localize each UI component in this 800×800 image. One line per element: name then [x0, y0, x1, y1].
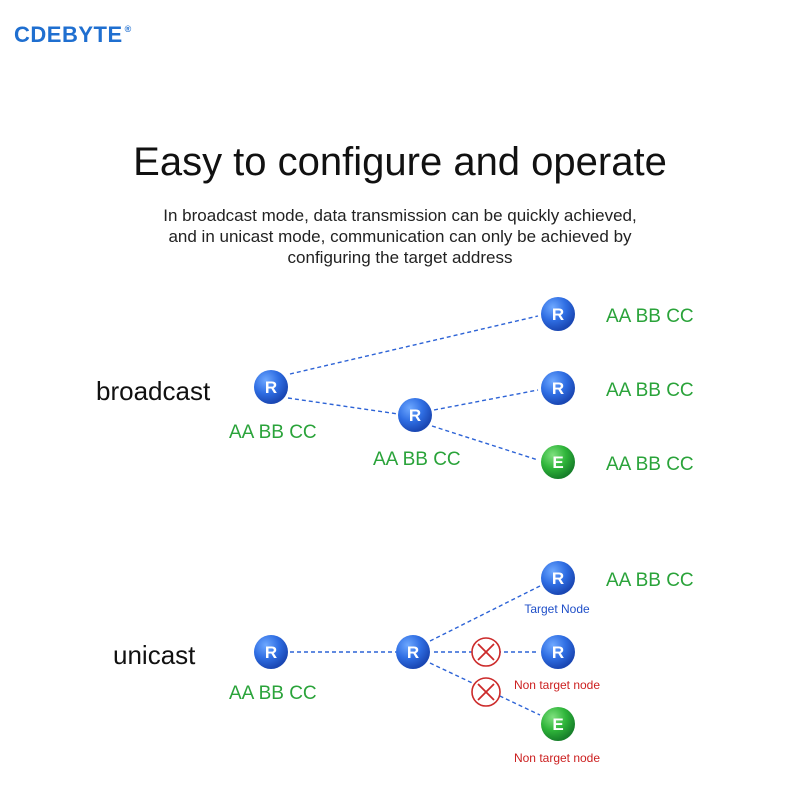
unicast-nontarget-2-caption: Non target node	[514, 751, 600, 765]
unicast-source-node: R	[254, 635, 288, 669]
node-letter: R	[552, 305, 564, 324]
unicast-nontarget-1-caption: Non target node	[514, 678, 600, 692]
unicast-target-address: AA BB CC	[606, 570, 694, 591]
node-letter: R	[552, 569, 564, 588]
broadcast-target-node-1: R	[541, 297, 575, 331]
brand-logo-text: CDEBYTE	[14, 22, 123, 47]
broadcast-target-node-2: R	[541, 371, 575, 405]
broadcast-link-relay-to-target-3	[431, 425, 539, 461]
unicast-target-node: R	[541, 561, 575, 595]
unicast-label: unicast	[113, 640, 196, 670]
registered-mark: ®	[124, 24, 132, 34]
broadcast-relay-address: AA BB CC	[373, 449, 461, 470]
node-letter: E	[552, 715, 563, 734]
unicast-source-address: AA BB CC	[229, 683, 317, 704]
unicast-link-relay-to-nontarget-2	[429, 662, 541, 716]
broadcast-target-1-address: AA BB CC	[606, 306, 694, 327]
subtitle-line-3: configuring the target address	[287, 248, 513, 267]
broadcast-label: broadcast	[96, 376, 211, 406]
broadcast-source-node: R	[254, 370, 288, 404]
node-letter: R	[265, 378, 277, 397]
broadcast-link-source-to-relay	[287, 397, 399, 415]
unicast-target-caption: Target Node	[524, 602, 590, 616]
unicast-nontarget-node-2: E	[541, 707, 575, 741]
node-letter: R	[265, 643, 277, 662]
broadcast-link-source-to-target-1	[289, 315, 539, 375]
node-letter: R	[407, 643, 419, 662]
broadcast-target-3-address: AA BB CC	[606, 454, 694, 475]
node-letter: E	[552, 453, 563, 472]
broadcast-source-address: AA BB CC	[229, 422, 317, 443]
unicast-relay-node: R	[396, 635, 430, 669]
subtitle-line-1: In broadcast mode, data transmission can…	[163, 206, 637, 225]
node-letter: R	[552, 643, 564, 662]
x-circle-icon	[471, 677, 501, 707]
node-letter: R	[552, 379, 564, 398]
broadcast-section: broadcast R AA BB CC R AA BB CC R AA BB …	[96, 297, 694, 479]
broadcast-target-2-address: AA BB CC	[606, 380, 694, 401]
page-subtitle: In broadcast mode, data transmission can…	[100, 205, 700, 268]
unicast-nontarget-node-1: R	[541, 635, 575, 669]
broadcast-target-node-3: E	[541, 445, 575, 479]
unicast-section: unicast R AA BB CC R R AA BB CC Target N…	[113, 561, 694, 765]
page-title: Easy to configure and operate	[133, 140, 667, 184]
broadcast-relay-node: R	[398, 398, 432, 432]
subtitle-line-2: and in unicast mode, communication can o…	[168, 227, 632, 246]
broadcast-link-relay-to-target-2	[433, 389, 539, 411]
node-letter: R	[409, 406, 421, 425]
brand-logo: CDEBYTE®	[14, 22, 132, 48]
x-circle-icon	[471, 637, 501, 667]
